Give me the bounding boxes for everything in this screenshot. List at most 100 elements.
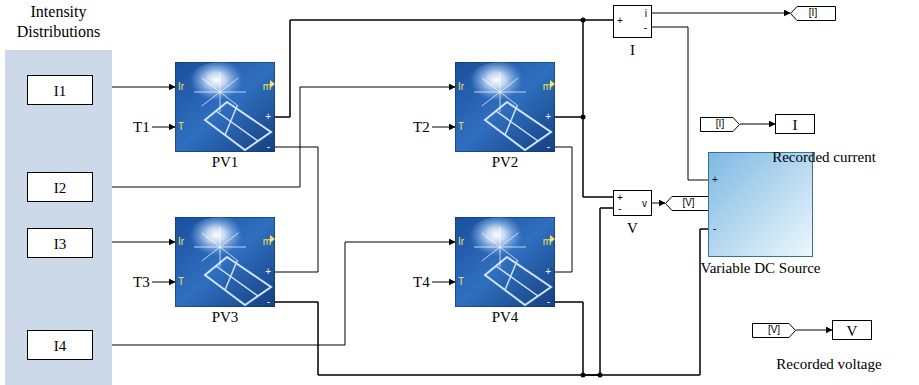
electrical-wire xyxy=(275,147,318,272)
sun-ray xyxy=(220,233,238,247)
tag-label: [I] xyxy=(700,119,740,129)
port-label: - xyxy=(618,204,621,214)
sun-ray xyxy=(500,227,501,247)
electrical-wire xyxy=(555,20,613,117)
tag-outline xyxy=(701,118,740,132)
signal-name: T3 xyxy=(133,274,150,290)
electrical-wire xyxy=(555,147,572,272)
port-label: + xyxy=(545,267,551,277)
signal-line xyxy=(652,203,665,204)
port-label: + xyxy=(712,175,718,185)
display-value: I xyxy=(776,117,814,133)
sun-ray xyxy=(202,247,220,261)
sun-ray xyxy=(500,247,501,267)
block-name: I xyxy=(614,42,651,58)
sun-ray xyxy=(482,233,500,247)
source-block: I1 xyxy=(27,75,93,105)
electrical-wire xyxy=(555,208,613,375)
port-label: - xyxy=(267,297,270,307)
electrical-wire xyxy=(652,27,708,180)
dc-source-block: +-Variable DC Source xyxy=(708,152,813,257)
tag-label: [V] xyxy=(665,198,712,208)
signal-arrows xyxy=(152,18,603,378)
group-heading: Intensity Distributions xyxy=(5,2,112,42)
sun-ray xyxy=(202,78,220,92)
sun-ray xyxy=(500,247,526,248)
electrical-wire xyxy=(275,20,613,117)
pv-array-block-art xyxy=(455,217,555,307)
port-label: + xyxy=(265,267,271,277)
port-label: i xyxy=(645,9,647,19)
source-label: I2 xyxy=(28,180,92,196)
source-block: I4 xyxy=(27,330,93,360)
signal-name: T2 xyxy=(413,119,430,135)
signal-arrow xyxy=(432,282,455,283)
sun-glare xyxy=(182,217,258,277)
sun-ray xyxy=(482,78,500,92)
port-label: Ir xyxy=(458,237,464,247)
electrical-wire xyxy=(555,229,708,375)
sensor-block: +v-V xyxy=(613,190,652,216)
signal-arrow xyxy=(432,127,455,128)
from-tag: [V] xyxy=(752,323,796,338)
pv-array-block: IrTm+-PV2 xyxy=(455,62,555,152)
signal-name: T1 xyxy=(133,119,150,135)
display-caption: Recorded voltage xyxy=(769,356,889,372)
block-name: PV2 xyxy=(455,154,555,170)
port-label: v xyxy=(642,199,647,209)
sun-ray xyxy=(202,92,220,106)
sun-ray xyxy=(194,247,220,248)
port-label: - xyxy=(644,23,647,33)
pv-array-block: IrTm+-PV3 xyxy=(175,217,275,307)
group-band: Intensity DistributionsI1I2I3I4 xyxy=(5,50,112,385)
display-block: VRecorded voltage xyxy=(832,320,872,340)
sun-ray xyxy=(482,247,500,261)
sun-ray xyxy=(474,92,500,93)
block-name: PV3 xyxy=(175,309,275,325)
sun-ray xyxy=(220,92,246,93)
from-tag: [I] xyxy=(700,117,740,132)
signal-arrow xyxy=(152,282,175,283)
sun-ray xyxy=(500,78,518,92)
port-label: - xyxy=(713,224,716,234)
goto-tag: [V] xyxy=(665,196,712,211)
sun-ray xyxy=(220,247,246,248)
sun-glare xyxy=(182,62,258,122)
sun-ray xyxy=(500,233,518,247)
signal-line xyxy=(796,330,832,331)
port-label: - xyxy=(547,297,550,307)
signal-name: T4 xyxy=(413,274,430,290)
tag-label: [V] xyxy=(752,325,796,335)
port-label: Ir xyxy=(178,237,184,247)
block-name: V xyxy=(614,220,651,236)
sun-ray xyxy=(194,92,220,93)
pv-array-block: IrTm+-PV4 xyxy=(455,217,555,307)
sun-ray xyxy=(500,92,501,112)
port-label: + xyxy=(617,16,623,26)
source-label: I3 xyxy=(28,236,92,252)
sun-ray xyxy=(482,92,500,106)
panel-face xyxy=(175,62,275,152)
source-label: I4 xyxy=(28,338,92,354)
sun-glare xyxy=(462,62,538,122)
display-value: V xyxy=(833,323,871,339)
block-name: PV1 xyxy=(175,154,275,170)
sun-ray xyxy=(220,92,238,106)
signal-arrow xyxy=(152,127,175,128)
goto-tag: [I] xyxy=(790,6,836,21)
panel-face xyxy=(175,217,275,307)
port-label: Ir xyxy=(458,82,464,92)
sun-ray xyxy=(220,247,238,261)
sun-ray xyxy=(220,227,221,247)
port-label: Ir xyxy=(178,82,184,92)
connectors xyxy=(93,13,832,375)
electrical-wire xyxy=(275,208,613,375)
signal-line xyxy=(740,124,775,125)
port-label: m xyxy=(263,237,271,247)
sensor-block: +i-I xyxy=(613,5,652,38)
source-face xyxy=(709,153,813,257)
port-label: - xyxy=(267,142,270,152)
sun-ray xyxy=(500,247,518,261)
port-label: + xyxy=(265,112,271,122)
